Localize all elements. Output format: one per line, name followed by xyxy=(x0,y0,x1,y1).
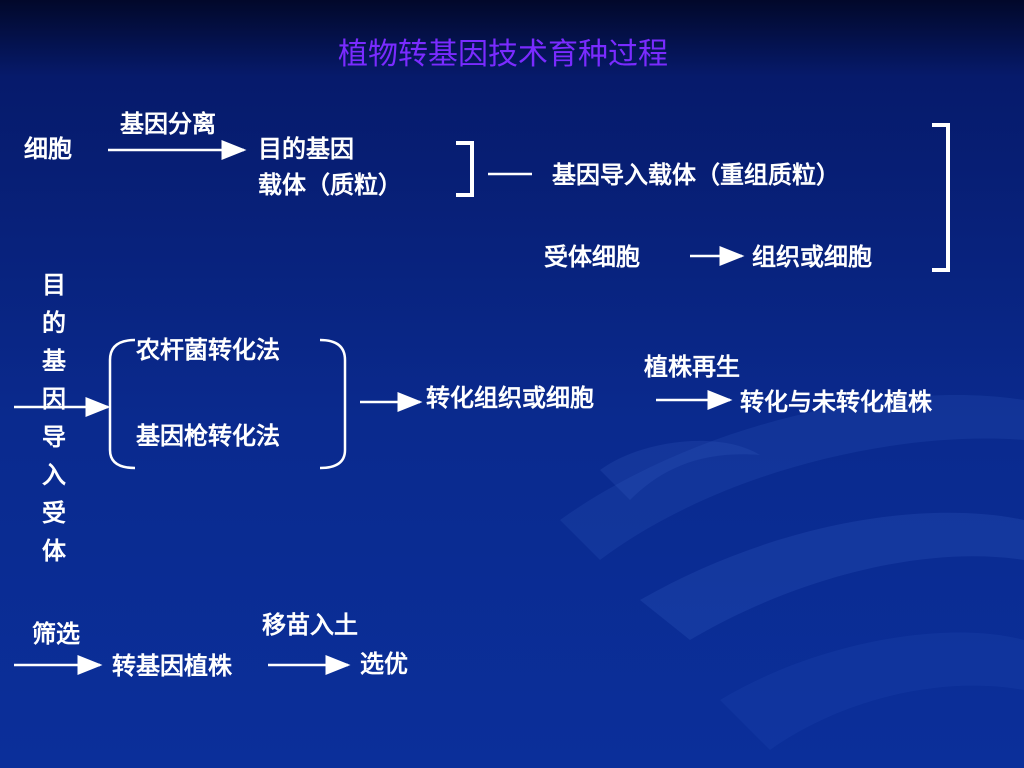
brace-methods-left xyxy=(108,338,136,470)
tissue-or-cell: 组织或细胞 xyxy=(752,243,872,271)
transformed-tissue: 转化组织或细胞 xyxy=(426,384,594,412)
label-transplant: 移苗入土 xyxy=(262,611,358,639)
method-agrobacterium: 农杆菌转化法 xyxy=(136,336,280,364)
recombinant-plasmid: 基因导入载体（重组质粒） xyxy=(552,161,840,189)
start-cell: 细胞 xyxy=(24,135,72,163)
vector-plasmid: 载体（质粒） xyxy=(258,171,402,199)
method-gene-gun: 基因枪转化法 xyxy=(136,422,280,450)
receptor-cell: 受体细胞 xyxy=(544,243,640,271)
select-superior: 选优 xyxy=(360,650,408,678)
vertical-label-receptor: 导入受体 xyxy=(42,423,66,565)
label-screening: 筛选 xyxy=(32,620,80,648)
brace-methods-right xyxy=(319,338,347,470)
bracket-large xyxy=(932,123,950,272)
transformed-plants: 转化与未转化植株 xyxy=(740,388,932,416)
target-gene: 目的基因 xyxy=(258,135,354,163)
bracket-gene-vector xyxy=(456,141,474,197)
vertical-label-gene: 目的基因 xyxy=(42,271,66,413)
transgenic-plants: 转基因植株 xyxy=(112,652,232,680)
page-title: 植物转基因技术育种过程 xyxy=(338,37,668,72)
label-plant-regeneration: 植株再生 xyxy=(644,353,740,381)
label-gene-separation: 基因分离 xyxy=(120,110,216,138)
